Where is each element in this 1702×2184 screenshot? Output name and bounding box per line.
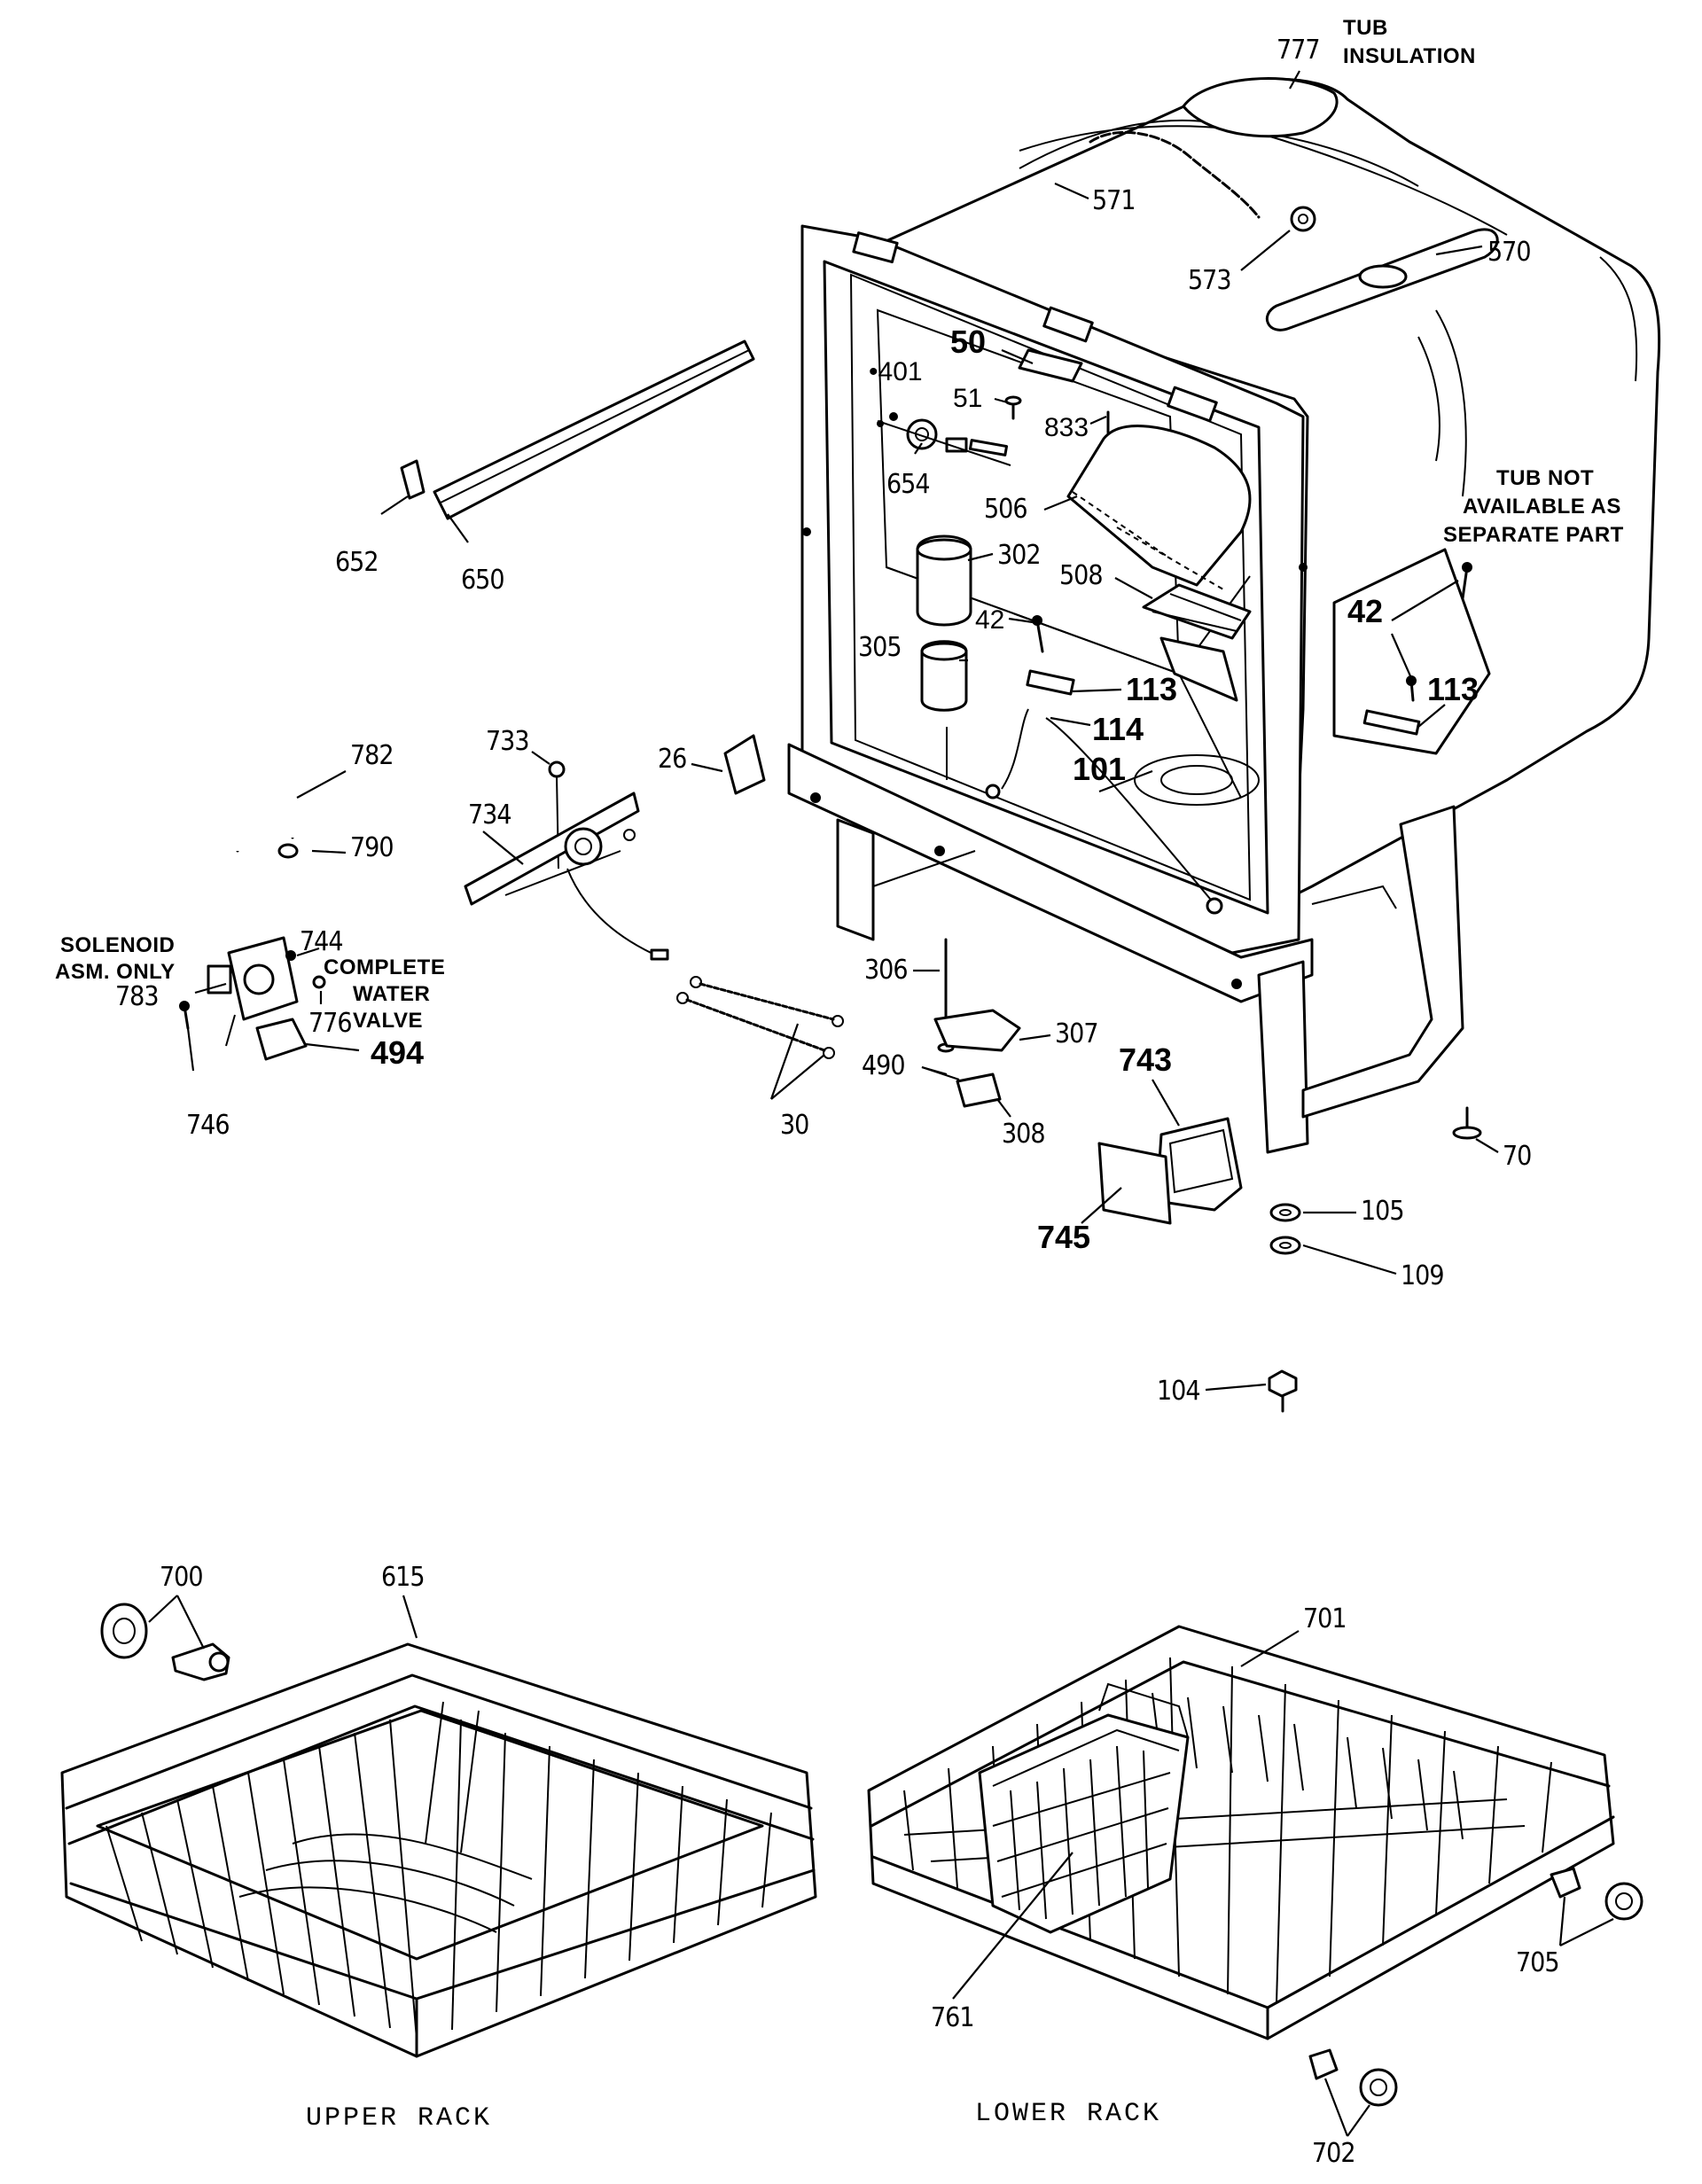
callout-746: 746: [186, 1110, 230, 1141]
callout-506: 506: [984, 494, 1028, 525]
callout-700: 700: [160, 1562, 204, 1593]
callout-782: 782: [350, 740, 394, 771]
callout-42-right: 42: [1347, 593, 1384, 629]
tub-assembly: [787, 77, 1661, 1154]
callout-733: 733: [486, 726, 530, 757]
water-valve-note-line1: COMPLETE: [324, 956, 446, 979]
callout-652: 652: [335, 547, 379, 578]
callout-308: 308: [1002, 1119, 1046, 1150]
callout-306: 306: [864, 955, 909, 986]
callout-50: 50: [950, 324, 987, 360]
callout-790: 790: [350, 832, 394, 863]
tub-not-available-note-line1: TUB NOT: [1496, 466, 1595, 490]
callout-114: 114: [1092, 711, 1144, 747]
callout-783: 783: [115, 981, 160, 1012]
callout-51: 51: [953, 384, 983, 413]
callout-702: 702: [1312, 2138, 1356, 2169]
callout-30: 30: [780, 1110, 809, 1141]
callout-615: 615: [381, 1562, 426, 1593]
callout-761: 761: [931, 2002, 975, 2033]
upper-rack: [60, 1603, 817, 2058]
callout-307: 307: [1055, 1018, 1099, 1049]
lower-rack-caption: LOWER RACK: [975, 2099, 1162, 2129]
callout-777: 777: [1276, 35, 1321, 66]
water-valve-note-line2: WATER: [353, 982, 431, 1006]
callout-401: •401: [869, 357, 923, 386]
callout-571: 571: [1092, 185, 1136, 216]
callout-705: 705: [1516, 1947, 1560, 1978]
callout-109: 109: [1401, 1260, 1445, 1291]
callout-70: 70: [1503, 1141, 1532, 1172]
callout-744: 744: [300, 926, 344, 957]
callout-113-right: 113: [1427, 671, 1479, 707]
leader-lines: [148, 70, 1614, 2137]
tub-insulation-note-line1: TUB: [1343, 16, 1388, 40]
callout-745: 745: [1037, 1219, 1091, 1255]
callout-104: 104: [1157, 1376, 1201, 1407]
callout-305: 305: [858, 632, 902, 663]
callout-302: 302: [997, 540, 1042, 571]
callout-701: 701: [1303, 1603, 1347, 1634]
loose-parts: [179, 339, 1482, 1413]
tub-insulation-note-line2: INSULATION: [1343, 44, 1476, 68]
callout-490: 490: [862, 1050, 906, 1081]
water-valve-note-line3: VALVE: [353, 1009, 423, 1033]
tub-not-available-note-line3: SEPARATE PART: [1443, 523, 1624, 547]
callout-833: 833: [1044, 413, 1089, 442]
callout-654: 654: [886, 469, 931, 500]
callout-776: 776: [308, 1008, 353, 1039]
lower-rack: [867, 1625, 1643, 2107]
callout-42-center: 42: [975, 605, 1005, 635]
solenoid-note-line1: SOLENOID: [60, 933, 176, 957]
upper-rack-caption: UPPER RACK: [306, 2103, 493, 2133]
callout-26: 26: [658, 744, 687, 775]
callout-734: 734: [468, 800, 512, 831]
solenoid-note-line2: ASM. ONLY: [55, 960, 176, 984]
callout-573: 573: [1188, 265, 1232, 296]
callout-494: 494: [371, 1034, 425, 1071]
callout-101: 101: [1073, 751, 1127, 787]
callout-508: 508: [1059, 560, 1104, 591]
callout-105: 105: [1361, 1196, 1405, 1227]
callout-570: 570: [1487, 237, 1532, 268]
callout-650: 650: [461, 565, 505, 596]
callout-743: 743: [1119, 1041, 1173, 1078]
tub-not-available-note-line2: AVAILABLE AS: [1463, 495, 1621, 519]
callout-113-center: 113: [1126, 671, 1178, 707]
